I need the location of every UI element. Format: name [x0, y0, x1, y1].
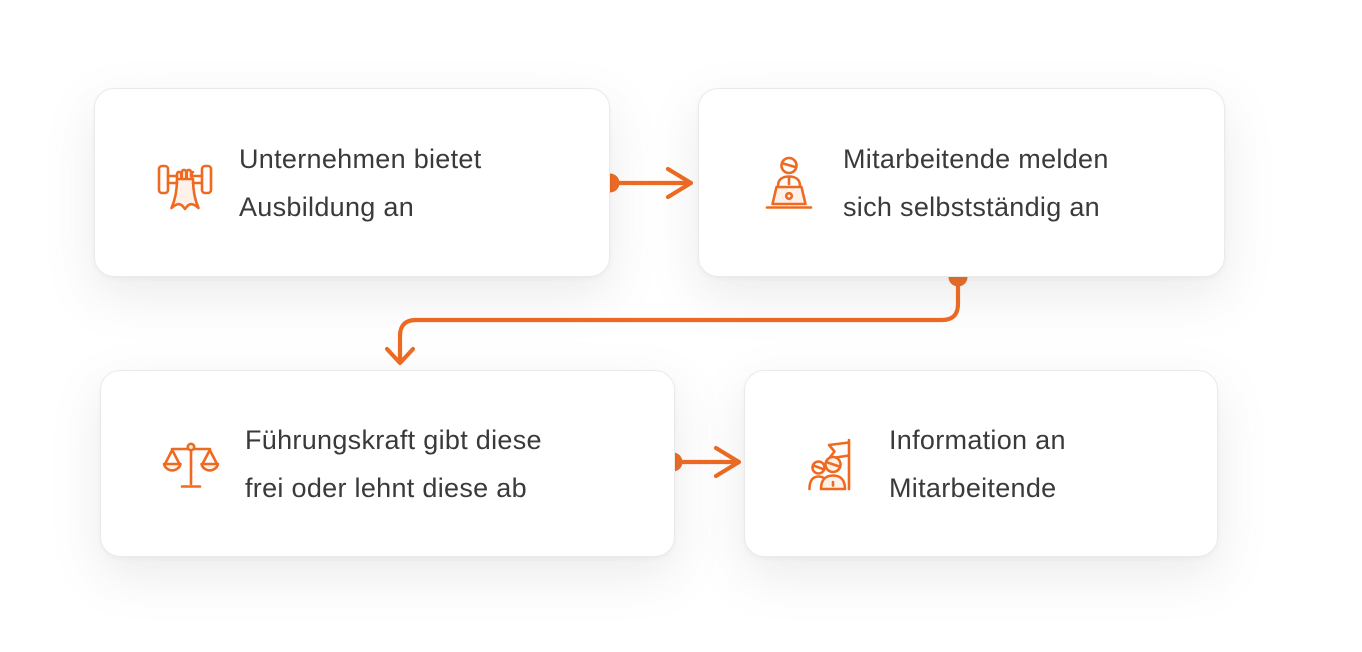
node-label: Unternehmen bietet Ausbildung an [239, 135, 482, 231]
flow-node-inform: Information an Mitarbeitende [744, 370, 1218, 557]
node-label-line: Unternehmen bietet [239, 143, 482, 174]
node-label-line: sich selbstständig an [843, 191, 1100, 222]
node-label-line: frei oder lehnt diese ab [245, 472, 527, 503]
node-label: Führungskraft gibt diese frei oder lehnt… [245, 416, 542, 512]
node-label-line: Ausbildung an [239, 191, 415, 222]
dumbbell-hand-icon [153, 151, 217, 215]
people-flag-icon [803, 432, 867, 496]
flow-node-offer: Unternehmen bietet Ausbildung an [94, 88, 610, 277]
node-label: Mitarbeitende melden sich selbstständig … [843, 135, 1109, 231]
edge-register-to-approve [384, 267, 968, 366]
node-label-line: Führungskraft gibt diese [245, 424, 542, 455]
scales-icon [159, 432, 223, 496]
flow-node-register: Mitarbeitende melden sich selbstständig … [698, 88, 1225, 277]
edge-offer-to-register [600, 166, 694, 200]
flow-node-approve: Führungskraft gibt diese frei oder lehnt… [100, 370, 675, 557]
node-label-line: Information an [889, 424, 1066, 455]
person-laptop-icon [757, 151, 821, 215]
node-label-line: Mitarbeitende [889, 472, 1057, 503]
node-label: Information an Mitarbeitende [889, 416, 1066, 512]
node-label-line: Mitarbeitende melden [843, 143, 1109, 174]
